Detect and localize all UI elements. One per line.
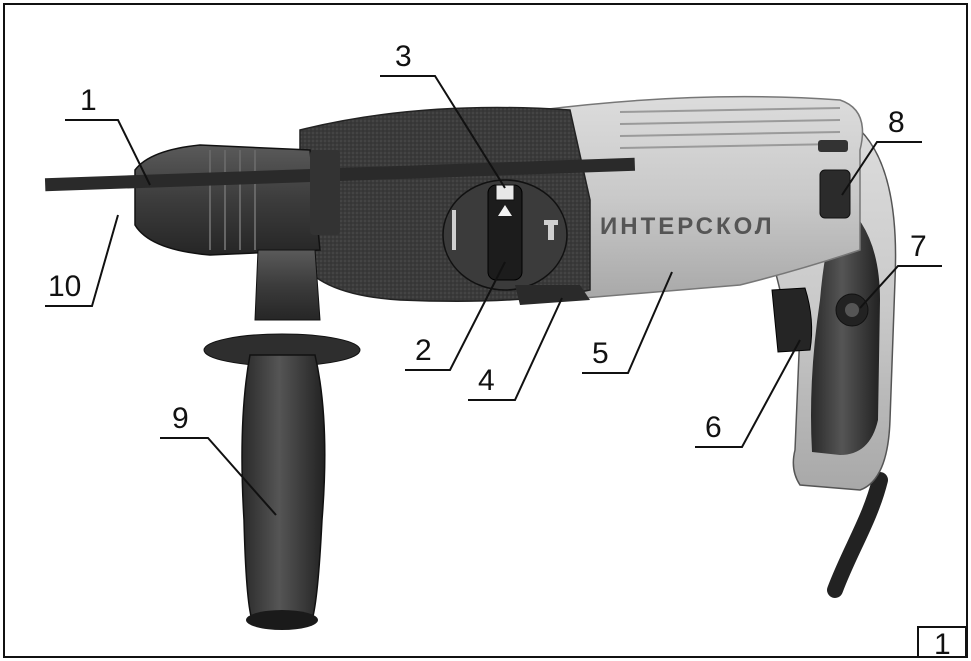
callout-7: 7 [910, 230, 927, 263]
callout-10: 10 [48, 270, 81, 303]
trigger-switch[interactable] [771, 287, 813, 353]
chuck-ribs [209, 150, 256, 250]
chuck [134, 144, 321, 256]
callout-2: 2 [415, 334, 432, 367]
top-indicator [818, 140, 848, 152]
side-handle-mount [254, 249, 321, 321]
depth-gauge-clamp [310, 150, 340, 235]
leader-7 [859, 265, 942, 309]
leader-lines [45, 75, 942, 516]
leader-5 [582, 271, 673, 374]
vent-ribs [619, 107, 841, 149]
leader-2 [405, 261, 506, 371]
leader-10 [45, 214, 119, 307]
callout-4: 4 [478, 364, 495, 397]
leader-3 [380, 75, 506, 189]
leader-8 [841, 141, 922, 196]
leader-1 [65, 119, 151, 186]
mode-symbols [452, 210, 558, 250]
lock-on-button-inner [845, 303, 859, 317]
front-collar [515, 285, 590, 305]
reverse-switch[interactable] [819, 169, 851, 219]
side-handle-cap [246, 610, 318, 630]
figure-number: 1 [934, 628, 951, 661]
callout-5: 5 [592, 337, 609, 370]
brand-label: ИНТЕРСКОЛ [600, 213, 775, 240]
callout-8: 8 [888, 106, 905, 139]
figure-number-box [917, 626, 967, 658]
callout-9: 9 [172, 402, 189, 435]
selector-arrow-icon [498, 205, 512, 216]
selector-lock-button[interactable] [495, 184, 515, 201]
leader-9 [160, 437, 277, 516]
callout-1: 1 [80, 84, 97, 117]
leader-6 [695, 339, 801, 448]
power-cord [827, 472, 888, 598]
leader-4 [468, 297, 563, 401]
side-handle-grip [241, 354, 326, 621]
callout-6: 6 [705, 411, 722, 444]
rear-handle-grip [811, 200, 880, 455]
callout-labels: 1 2 3 4 5 6 7 8 9 10 [48, 40, 927, 444]
callout-3: 3 [395, 40, 412, 73]
